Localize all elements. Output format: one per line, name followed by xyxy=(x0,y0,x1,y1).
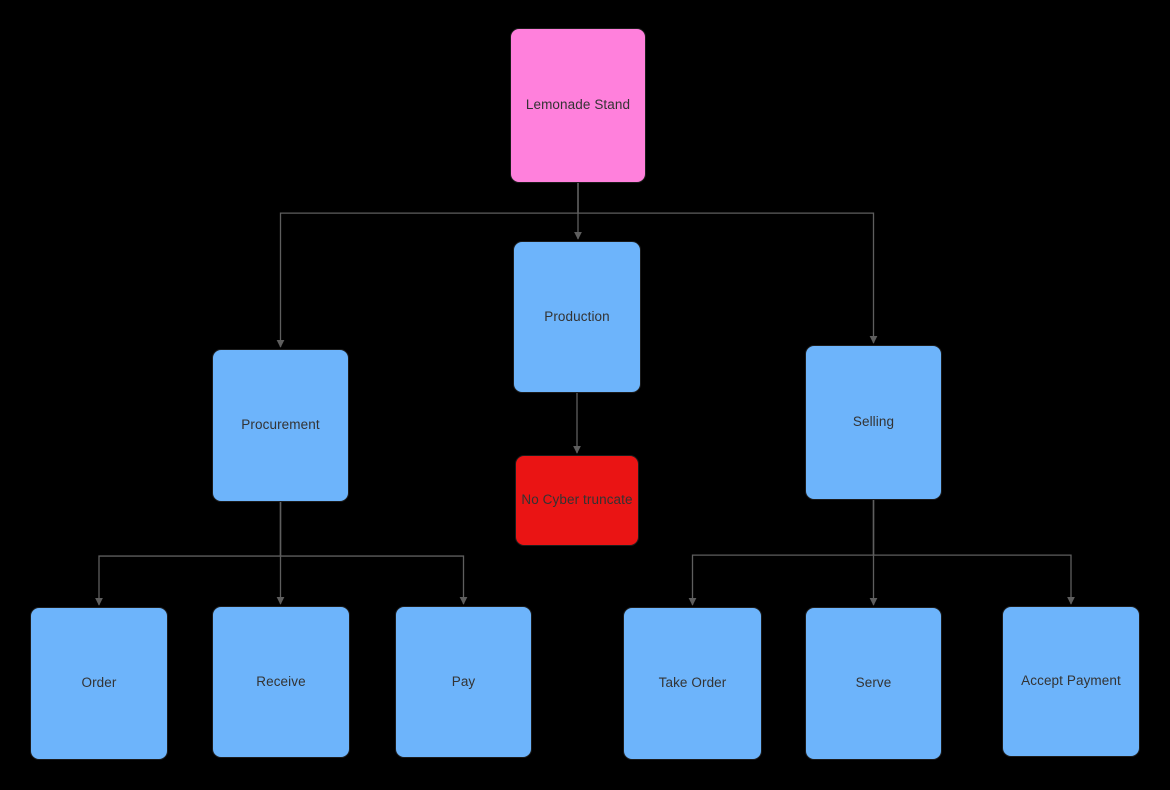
node-label: Lemonade Stand xyxy=(525,97,631,113)
node-label: Serve xyxy=(855,675,892,691)
node-production[interactable]: Production xyxy=(513,241,641,393)
node-order[interactable]: Order xyxy=(30,607,168,760)
node-pay[interactable]: Pay xyxy=(395,606,532,758)
node-label: Selling xyxy=(852,414,895,430)
node-receive[interactable]: Receive xyxy=(212,606,350,758)
node-label: Order xyxy=(81,675,117,691)
node-label: Production xyxy=(544,308,610,324)
node-label: Receive xyxy=(256,673,306,689)
node-label: Take Order xyxy=(658,675,727,691)
edge-procurement-to-order xyxy=(95,502,282,606)
node-no-cyber[interactable]: No Cyber truncate xyxy=(515,455,639,546)
node-label: Pay xyxy=(451,673,476,689)
edge-selling-to-accept-payment xyxy=(872,500,1075,605)
node-serve[interactable]: Serve xyxy=(805,607,942,760)
edge-procurement-to-pay xyxy=(279,502,468,605)
node-label: No Cyber truncate xyxy=(521,492,633,508)
node-label: Procurement xyxy=(241,417,320,433)
node-accept-payment[interactable]: Accept Payment xyxy=(1002,606,1140,757)
node-label: Accept Payment xyxy=(1021,673,1121,689)
node-lemonade-stand[interactable]: Lemonade Stand xyxy=(510,28,646,183)
node-procurement[interactable]: Procurement xyxy=(212,349,349,502)
node-take-order[interactable]: Take Order xyxy=(623,607,762,760)
edge-selling-to-take-order xyxy=(688,500,875,606)
node-selling[interactable]: Selling xyxy=(805,345,942,500)
